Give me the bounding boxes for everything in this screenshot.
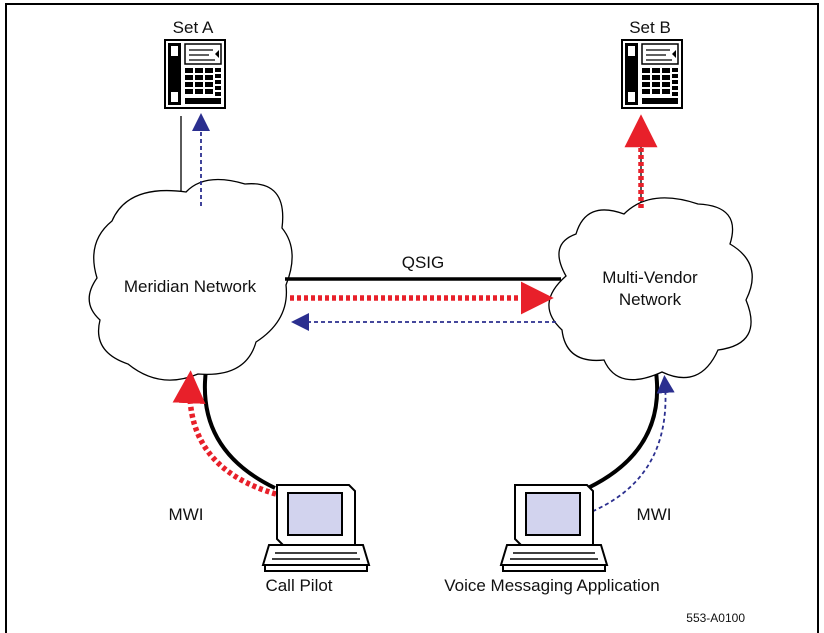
message-arrows [172, 113, 675, 515]
set-a-label: Set A [173, 18, 214, 37]
mwi-left-label: MWI [169, 505, 204, 524]
voice-messaging-label: Voice Messaging Application [444, 576, 659, 595]
mwi-right-label: MWI [637, 505, 672, 524]
call-pilot-label: Call Pilot [265, 576, 332, 595]
voice-messaging-computer-icon [500, 484, 608, 572]
figure-border [5, 3, 819, 633]
multivendor-network-label-line1: Multi-Vendor [602, 268, 698, 287]
meridian-network-label: Meridian Network [124, 277, 257, 296]
set-b-label: Set B [629, 18, 671, 37]
meridian-network-cloud [88, 178, 293, 381]
red-arrow-callpilot-to-meridian [172, 370, 277, 497]
call-pilot-computer-icon [262, 484, 370, 572]
set-b-telephone-icon [621, 39, 683, 109]
set-a-telephone-icon [164, 39, 226, 109]
multivendor-network-label-line2: Network [619, 290, 682, 309]
voice-messaging-link [587, 371, 660, 490]
blue-arrow-voicemsg-to-multivendor [585, 375, 675, 515]
multivendor-network-cloud [548, 197, 753, 381]
qsig-label: QSIG [402, 253, 445, 272]
figure-id-label: 553-A0100 [686, 611, 745, 625]
call-pilot-link [202, 369, 276, 490]
